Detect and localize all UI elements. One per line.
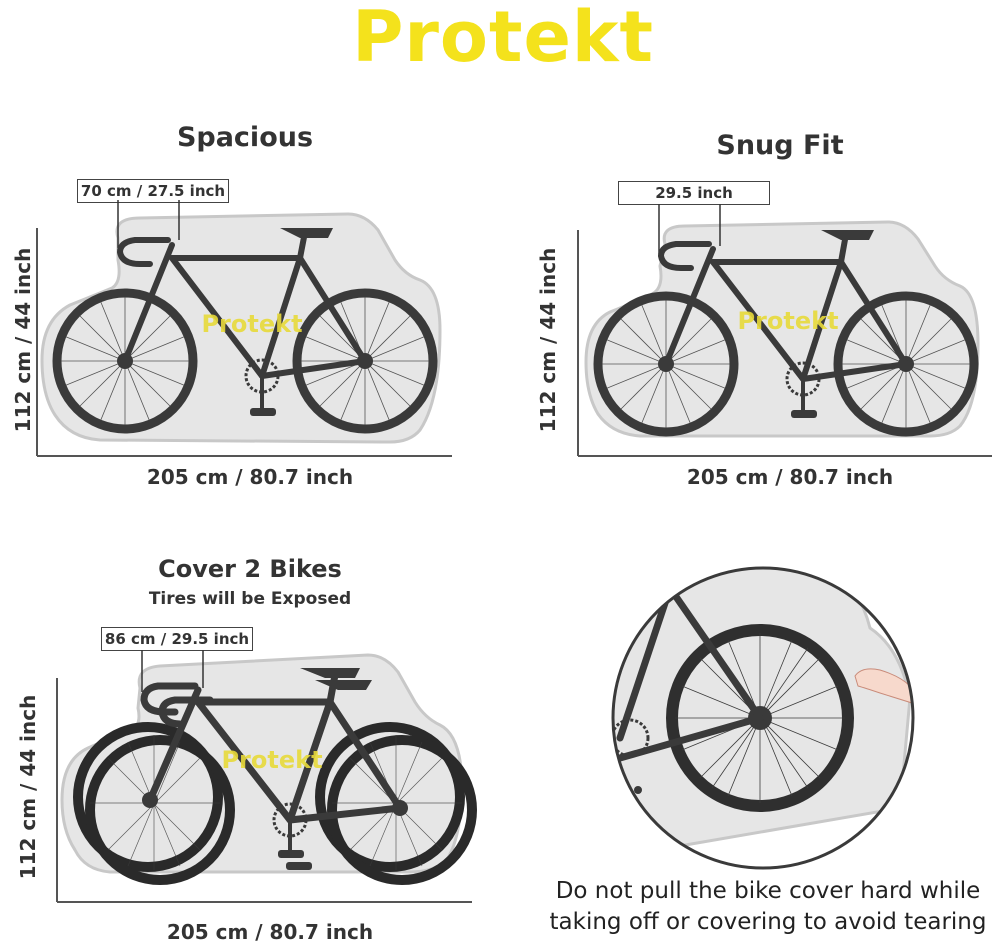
care-note-line-1: Do not pull the bike cover hard while (555, 878, 981, 904)
cover-removal-illustration (611, 566, 915, 870)
panel-title-snug-fit: Snug Fit (716, 130, 844, 161)
bike-cover-illustration-cover-2-bikes: Protekt (56, 650, 477, 903)
bike-cover-illustration-snug-fit: Protekt (577, 204, 992, 457)
height-label-cover-2-bikes: 112 cm / 44 inch (16, 694, 40, 880)
dimension-box-spacious: 70 cm / 27.5 inch (77, 179, 229, 203)
height-label-snug-fit: 112 cm / 44 inch (536, 247, 560, 433)
dimension-box-snug-fit: 29.5 inch (618, 181, 770, 205)
panel-subtitle-cover-2-bikes: Tires will be Exposed (148, 589, 352, 609)
bike-cover-illustration-spacious: Protekt (36, 200, 452, 457)
svg-text:Protekt: Protekt (221, 746, 322, 774)
dimension-box-cover-2-bikes: 86 cm / 29.5 inch (101, 627, 253, 651)
width-label-cover-2-bikes: 205 cm / 80.7 inch (166, 920, 374, 944)
brand-logo: Protekt (352, 0, 654, 78)
panel-title-cover-2-bikes: Cover 2 Bikes (158, 555, 342, 583)
svg-text:Protekt: Protekt (737, 307, 838, 335)
panel-title-spacious: Spacious (176, 122, 314, 153)
width-label-snug-fit: 205 cm / 80.7 inch (686, 465, 894, 489)
width-label-spacious: 205 cm / 80.7 inch (146, 465, 354, 489)
height-label-spacious: 112 cm / 44 inch (11, 247, 35, 433)
svg-text:Protekt: Protekt (201, 310, 302, 338)
care-note-line-2: taking off or covering to avoid tearing (549, 909, 987, 935)
